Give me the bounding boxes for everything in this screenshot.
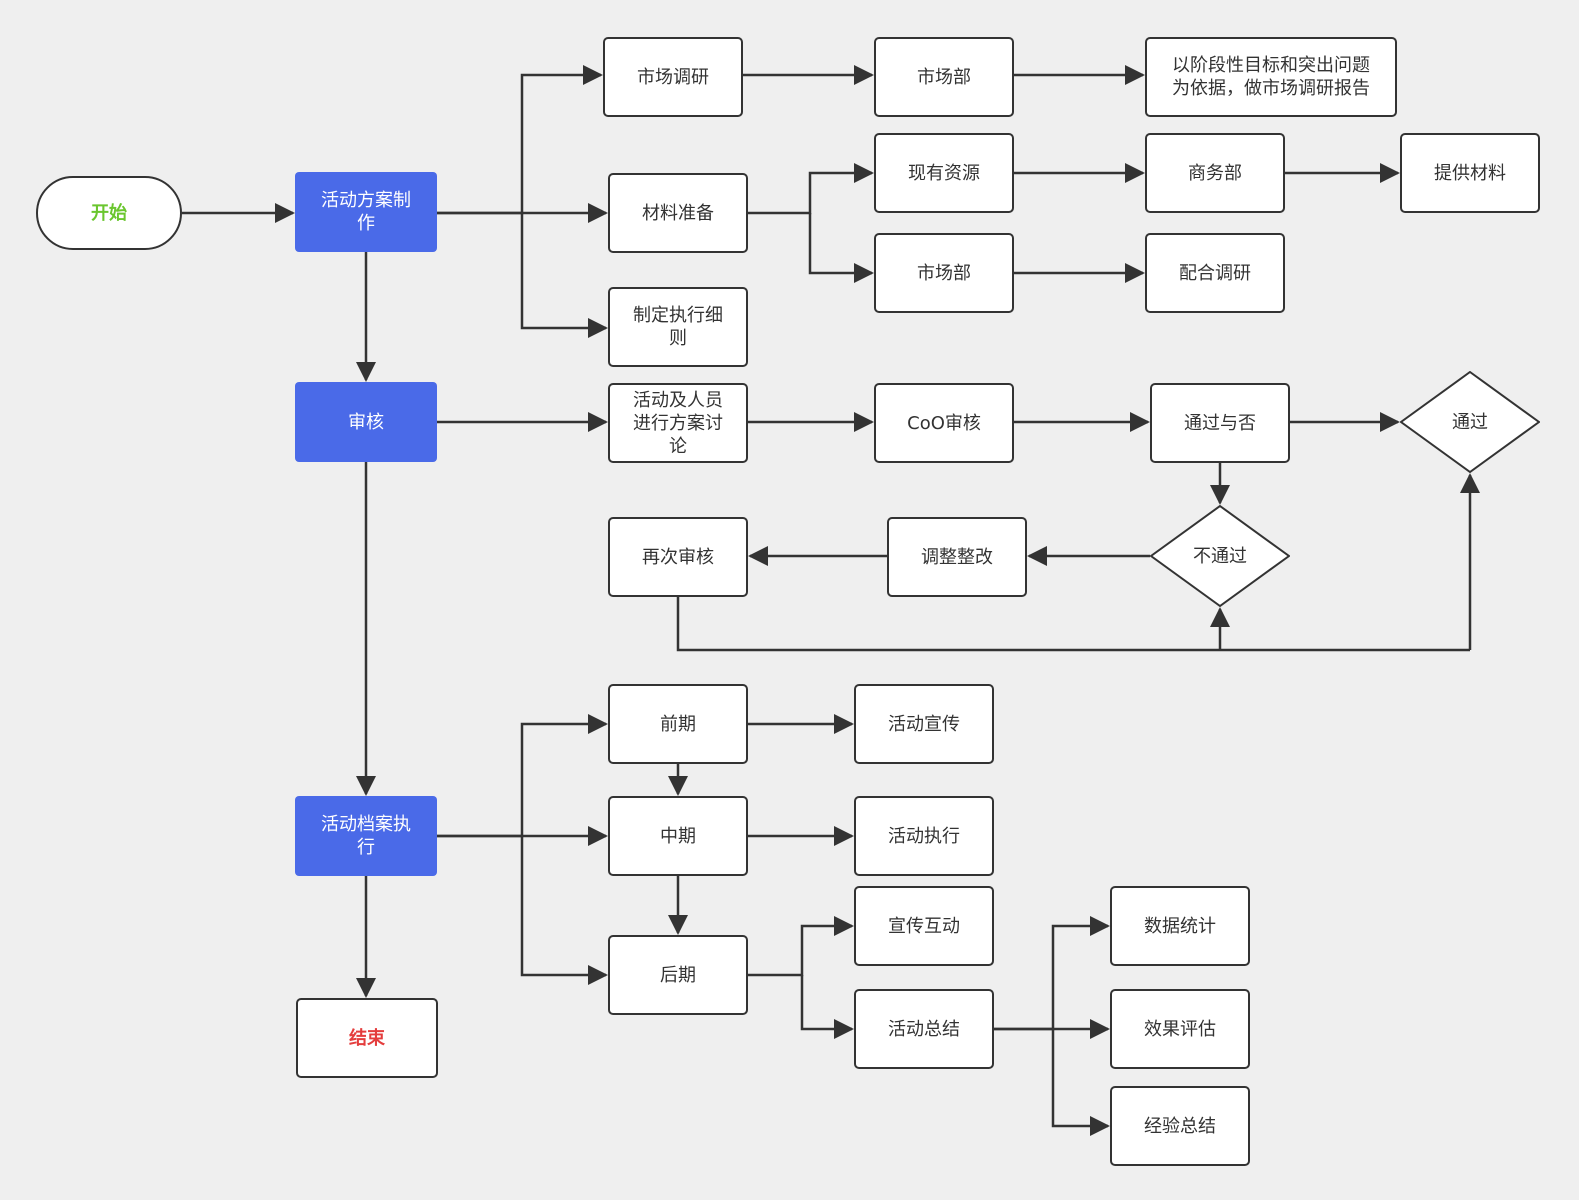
summary-label: 活动总结: [888, 1018, 960, 1040]
edge-archive-late: [520, 836, 608, 985]
effect-eval-node: 效果评估: [1110, 989, 1250, 1069]
middle-label: 中期: [660, 825, 696, 847]
edge-material-resources: [748, 163, 874, 215]
promotion-label: 活动宣传: [888, 713, 960, 735]
data-stats-node: 数据统计: [1110, 886, 1250, 966]
edge-plan-market: [437, 65, 603, 215]
re-review-node: 再次审核: [608, 517, 748, 597]
business-dept-label: 商务部: [1188, 162, 1242, 184]
summary-node: 活动总结: [854, 989, 994, 1069]
diamond-shape: [1150, 505, 1290, 607]
edge-summary-experience: [1051, 1029, 1110, 1136]
end-label: 结束: [349, 1027, 385, 1049]
pass-decision-node: 通过: [1400, 371, 1540, 473]
early-node: 前期: [608, 684, 748, 764]
exec-rules-label: 制定执行细 则: [633, 305, 723, 349]
experience-label: 经验总结: [1144, 1115, 1216, 1137]
data-stats-label: 数据统计: [1144, 915, 1216, 937]
edge-summary-stats: [994, 916, 1110, 1031]
interaction-node: 宣传互动: [854, 886, 994, 966]
plan-make-node: 活动方案制 作: [295, 172, 437, 252]
early-label: 前期: [660, 713, 696, 735]
cooperate-research-label: 配合调研: [1179, 262, 1251, 284]
discussion-label: 活动及人员 进行方案讨 论: [633, 389, 723, 457]
edge-archive-early: [437, 714, 608, 838]
archive-exec-node: 活动档案执 行: [295, 796, 437, 876]
market-dept-label-1: 市场部: [917, 66, 971, 88]
provide-material-label: 提供材料: [1434, 162, 1506, 184]
discussion-node: 活动及人员 进行方案讨 论: [608, 383, 748, 463]
material-prep-node: 材料准备: [608, 173, 748, 253]
re-review-label: 再次审核: [642, 546, 714, 568]
report-desc-node: 以阶段性目标和突出问题 为依据，做市场调研报告: [1145, 37, 1397, 117]
effect-eval-label: 效果评估: [1144, 1018, 1216, 1040]
material-prep-label: 材料准备: [642, 202, 714, 224]
not-pass-decision-node: 不通过: [1150, 505, 1290, 607]
promotion-node: 活动宣传: [854, 684, 994, 764]
market-research-label: 市场调研: [637, 66, 709, 88]
cooperate-research-node: 配合调研: [1145, 233, 1285, 313]
late-label: 后期: [660, 964, 696, 986]
middle-node: 中期: [608, 796, 748, 876]
edge-plan-rules: [520, 213, 608, 338]
start-label: 开始: [91, 202, 127, 224]
market-research-node: 市场调研: [603, 37, 743, 117]
pass-label: 通过: [1452, 411, 1488, 433]
pass-or-not-label: 通过与否: [1184, 412, 1256, 434]
market-dept-node-1: 市场部: [874, 37, 1014, 117]
edge-late-summary: [800, 975, 854, 1039]
end-node: 结束: [296, 998, 438, 1078]
coo-review-label: CoO审核: [907, 412, 981, 434]
start-node: 开始: [36, 176, 182, 250]
late-node: 后期: [608, 935, 748, 1015]
adjust-label: 调整整改: [921, 546, 993, 568]
provide-material-node: 提供材料: [1400, 133, 1540, 213]
review-node: 审核: [295, 382, 437, 462]
report-desc-label: 以阶段性目标和突出问题 为依据，做市场调研报告: [1172, 55, 1370, 99]
execution-node: 活动执行: [854, 796, 994, 876]
existing-resources-label: 现有资源: [908, 162, 980, 184]
review-label: 审核: [348, 411, 384, 433]
market-dept-label-2: 市场部: [917, 262, 971, 284]
experience-node: 经验总结: [1110, 1086, 1250, 1166]
edge-late-interaction: [748, 916, 854, 977]
edge-rereview-loop: [676, 597, 1470, 652]
edge-material-dept2: [808, 213, 874, 283]
business-dept-node: 商务部: [1145, 133, 1285, 213]
existing-resources-node: 现有资源: [874, 133, 1014, 213]
execution-label: 活动执行: [888, 825, 960, 847]
market-dept-node-2: 市场部: [874, 233, 1014, 313]
plan-make-label: 活动方案制 作: [321, 190, 411, 234]
interaction-label: 宣传互动: [888, 915, 960, 937]
archive-exec-label: 活动档案执 行: [321, 814, 411, 858]
coo-review-node: CoO审核: [874, 383, 1014, 463]
adjust-node: 调整整改: [887, 517, 1027, 597]
exec-rules-node: 制定执行细 则: [608, 287, 748, 367]
diamond-shape: [1400, 371, 1540, 473]
pass-or-not-node: 通过与否: [1150, 383, 1290, 463]
not-pass-label: 不通过: [1193, 545, 1247, 567]
